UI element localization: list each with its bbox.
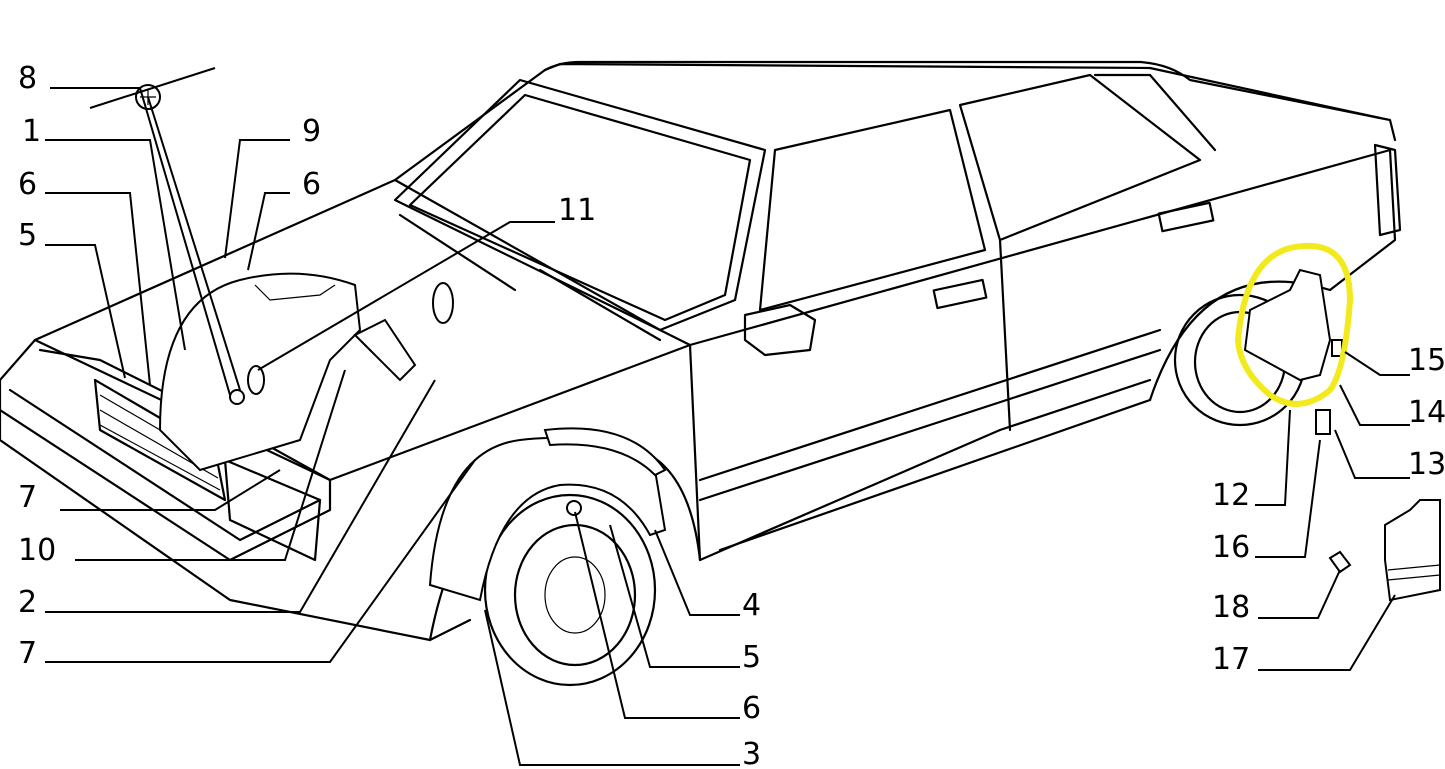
callout-17: 17 <box>1212 642 1250 677</box>
callout-6-top: 6 <box>302 167 321 202</box>
callout-12: 12 <box>1212 478 1250 513</box>
callout-4: 4 <box>742 588 761 623</box>
callout-9: 9 <box>302 114 321 149</box>
highlight-ellipse <box>1234 242 1354 407</box>
callout-16: 16 <box>1212 530 1250 565</box>
callout-3: 3 <box>742 737 761 769</box>
leader-lines <box>45 67 1410 766</box>
callout-7b: 7 <box>18 636 37 671</box>
callout-6-bottom: 6 <box>742 691 761 726</box>
callouts: 8 1 6 5 7 10 2 7 9 6 11 15 14 13 12 16 1… <box>18 61 1445 769</box>
parts <box>135 84 1441 602</box>
callout-14: 14 <box>1408 395 1445 430</box>
callout-7: 7 <box>18 480 37 515</box>
callout-10: 10 <box>18 533 56 568</box>
callout-5: 5 <box>18 218 37 253</box>
callout-8: 8 <box>18 61 37 96</box>
callout-2: 2 <box>18 585 37 620</box>
callout-11: 11 <box>558 193 596 228</box>
callout-18: 18 <box>1212 590 1250 625</box>
callout-5-bottom: 5 <box>742 640 761 675</box>
callout-13: 13 <box>1408 447 1445 482</box>
callout-6: 6 <box>18 167 37 202</box>
callout-1: 1 <box>22 114 41 149</box>
callout-15: 15 <box>1408 343 1445 378</box>
